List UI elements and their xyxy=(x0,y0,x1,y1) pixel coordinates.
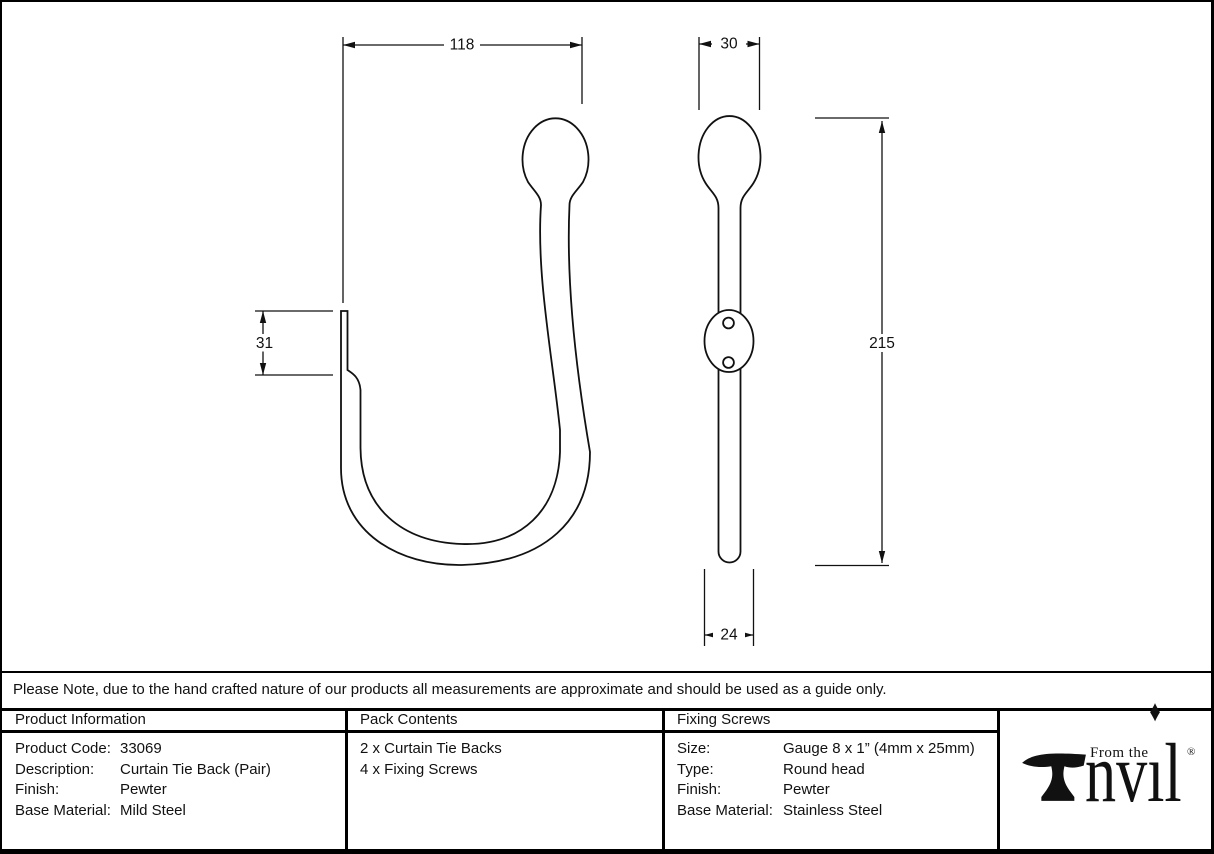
technical-drawing: 118 31 30 215 24 xyxy=(255,35,895,646)
table-row: Finish: Pewter xyxy=(15,780,335,801)
divider-col-2 xyxy=(662,708,665,852)
divider-note-top xyxy=(0,671,1214,673)
field-label: Size: xyxy=(677,740,711,757)
field-value: Curtain Tie Back (Pair) xyxy=(120,760,271,778)
logo-brand-l: l xyxy=(1164,727,1182,820)
field-value: Gauge 8 x 1” (4mm x 25mm) xyxy=(783,740,975,757)
logo-brand-text: nv♦ıl xyxy=(1085,695,1182,816)
field-value: 33069 xyxy=(120,740,162,757)
arrow-down-icon xyxy=(878,551,886,563)
field-value: Pewter xyxy=(120,781,167,798)
arrow-left-icon xyxy=(699,40,711,48)
field-label: Finish: xyxy=(677,781,722,798)
table-row: Base Material: Mild Steel xyxy=(15,801,335,822)
brand-logo: From the nv♦ıl ® xyxy=(998,695,1211,852)
screw-hole-bottom xyxy=(722,356,735,369)
tieback-side-view-outline xyxy=(340,117,591,566)
table-row: Product Code: 33069 xyxy=(15,739,335,760)
header-pack-contents: Pack Contents xyxy=(360,711,458,728)
arrow-up-icon xyxy=(878,121,886,133)
dim-label-side-width: 118 xyxy=(450,37,475,54)
field-label: Base Material: xyxy=(15,801,111,819)
logo-prefix: From the xyxy=(1090,745,1149,761)
header-fixing-screws: Fixing Screws xyxy=(677,711,771,728)
screw-hole-top xyxy=(722,316,735,330)
arrow-right-icon xyxy=(570,41,582,49)
pack-contents-cell: 2 x Curtain Tie Backs 4 x Fixing Screws xyxy=(360,739,650,780)
divider-col-3 xyxy=(997,708,1000,852)
header-product-information: Product Information xyxy=(15,711,146,728)
mounting-plate xyxy=(703,309,755,373)
measurement-note: Please Note, due to the hand crafted nat… xyxy=(13,681,887,698)
list-item: 2 x Curtain Tie Backs xyxy=(360,740,502,757)
dim-label-overall-height: 215 xyxy=(869,335,895,352)
dim-label-plate-width: 24 xyxy=(720,627,738,644)
logo-brand-nv: nv xyxy=(1085,727,1148,820)
table-row: Type: Round head xyxy=(677,760,992,781)
field-value: Mild Steel xyxy=(120,801,186,819)
table-row: Base Material: Stainless Steel xyxy=(677,801,992,822)
arrow-right-icon xyxy=(747,40,760,48)
table-row: Description: Curtain Tie Back (Pair) xyxy=(15,760,335,781)
divider-header-top xyxy=(0,708,1214,711)
field-label: Finish: xyxy=(15,781,60,798)
fixing-screws-cell: Size: Gauge 8 x 1” (4mm x 25mm) Type: Ro… xyxy=(677,739,992,821)
logo-brand-i: ı xyxy=(1147,727,1165,820)
arrow-left-icon xyxy=(343,41,355,49)
table-row: Finish: Pewter xyxy=(677,780,992,801)
divider-col-1 xyxy=(345,708,348,852)
field-label: Type: xyxy=(677,760,714,778)
field-label: Base Material: xyxy=(677,801,773,819)
field-value: Stainless Steel xyxy=(783,801,883,819)
registered-trademark-icon: ® xyxy=(1187,746,1196,758)
dim-label-knob-width: 30 xyxy=(720,36,738,53)
product-information-cell: Product Code: 33069 Description: Curtain… xyxy=(15,739,335,821)
field-value: Pewter xyxy=(783,781,830,798)
table-row: Size: Gauge 8 x 1” (4mm x 25mm) xyxy=(677,739,992,760)
anvil-icon xyxy=(1022,753,1086,801)
dim-label-tip-length: 31 xyxy=(256,335,273,352)
field-value: Round head xyxy=(783,760,865,778)
arrow-up-icon xyxy=(259,311,267,323)
arrow-down-icon xyxy=(259,363,267,375)
divider-header-bottom xyxy=(0,730,999,733)
field-label: Product Code: xyxy=(15,740,111,757)
diamond-i-dot-icon: ♦ xyxy=(1149,695,1161,728)
list-item: 4 x Fixing Screws xyxy=(360,760,478,778)
field-label: Description: xyxy=(15,760,95,778)
